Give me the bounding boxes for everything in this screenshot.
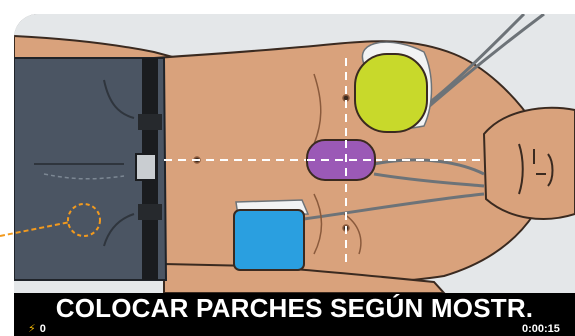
shock-counter: ⚡ 0 — [28, 323, 46, 336]
instruction-text: COLOCAR PARCHES SEGÚN MOSTR. — [14, 293, 575, 323]
center-pad — [306, 139, 376, 181]
lower-left-pad — [233, 199, 310, 271]
pants — [14, 57, 168, 281]
shock-count: 0 — [39, 323, 46, 335]
hip-callout — [67, 203, 101, 237]
status-bar: ⚡ 0 0:00:15 — [14, 323, 575, 336]
aed-display: COLOCAR PARCHES SEGÚN MOSTR. ⚡ 0 0:00:15 — [14, 14, 575, 336]
pad-placement-illustration — [14, 14, 575, 293]
lightning-bolt-icon: ⚡ — [28, 323, 36, 335]
elapsed-time: 0:00:15 — [522, 323, 560, 335]
head — [482, 106, 575, 220]
callout-leader-line — [0, 221, 71, 237]
upper-right-pad — [354, 41, 433, 133]
